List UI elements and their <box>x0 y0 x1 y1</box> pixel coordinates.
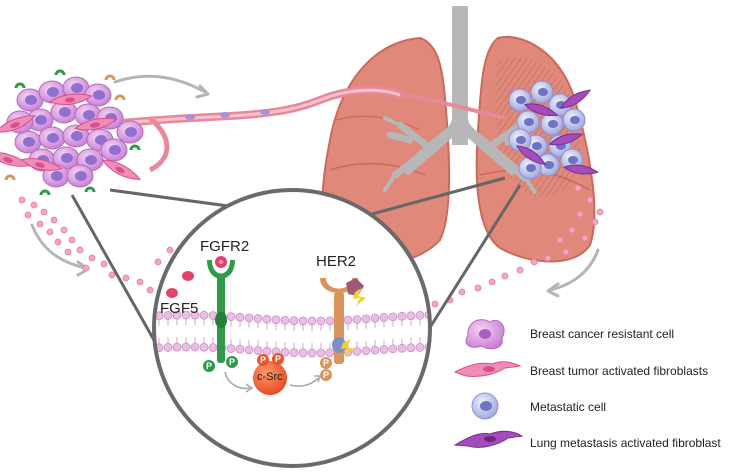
phospho-label-5: P <box>323 358 330 368</box>
tumor-fibroblast <box>49 93 93 106</box>
tumor-cell <box>66 164 94 188</box>
fgf5-ligands <box>166 256 227 298</box>
receptor-mark <box>84 186 96 193</box>
receptor-mark <box>14 82 26 89</box>
tumor-cell <box>84 83 112 107</box>
metastatic-cell-icon <box>471 392 499 420</box>
phospho-label-3: P <box>260 355 267 365</box>
receptor-mark <box>4 174 16 181</box>
tumor-cell <box>38 126 66 150</box>
tumor-fibroblast <box>0 152 31 167</box>
phospho-label-1: P <box>206 361 213 371</box>
legend-label-metastatic-cell: Metastatic cell <box>530 400 607 414</box>
fgfr2-label: FGFR2 <box>200 238 250 255</box>
receptor-mark <box>129 144 141 151</box>
fgfr2-receptor <box>203 260 238 372</box>
her2-receptor <box>320 278 366 381</box>
blood-vessel <box>96 86 506 173</box>
receptor-mark <box>39 189 51 196</box>
lung-fibroblast <box>516 145 547 166</box>
receptor-mark <box>104 74 116 81</box>
phospho-label-4: P <box>275 354 282 364</box>
metastatic-cell <box>562 108 586 132</box>
tumor-cell <box>50 100 78 124</box>
tumor-cell <box>100 138 128 162</box>
phospho-label-6: P <box>323 370 330 380</box>
signal-arrows <box>224 371 322 393</box>
legend-label-fibroblast: Breast tumor activated fibroblasts <box>530 364 709 378</box>
c-src <box>253 353 287 395</box>
lung-fibroblast <box>560 89 592 109</box>
legend-icons <box>453 319 524 448</box>
tumor-fibroblast <box>74 117 118 131</box>
primary-tumor <box>0 69 144 196</box>
lung-fibroblast-icon <box>453 430 524 448</box>
receptor-mark <box>114 94 126 101</box>
tumor-cell <box>16 88 44 112</box>
receptor-mark <box>54 69 66 76</box>
tumor-cell <box>116 120 144 144</box>
legend-label-lung-fibroblast: Lung metastasis activated fibroblast <box>530 436 721 450</box>
fgf5-label: FGF5 <box>160 300 199 317</box>
her2-label: HER2 <box>316 253 357 270</box>
phospho-label-2: P <box>229 357 236 367</box>
lung-fibroblast <box>563 164 600 175</box>
tumor-fibroblast <box>0 115 37 133</box>
lung-fibroblast <box>548 133 584 146</box>
cancer-cell-icon <box>465 319 505 350</box>
tumor-cell <box>62 124 90 148</box>
tumor-fibroblast <box>101 159 142 180</box>
tumor-fibroblast <box>19 157 63 171</box>
fibroblast-icon <box>453 361 522 377</box>
metastatic-cell <box>540 112 564 136</box>
legend-label-cancer-cell: Breast cancer resistant cell <box>530 327 675 341</box>
metastatic-cell <box>530 80 554 104</box>
c-src-label: c-Src <box>257 371 283 383</box>
trachea <box>400 6 520 176</box>
lung-fibroblast <box>523 103 559 117</box>
lung-metastasis-cluster <box>508 80 600 180</box>
